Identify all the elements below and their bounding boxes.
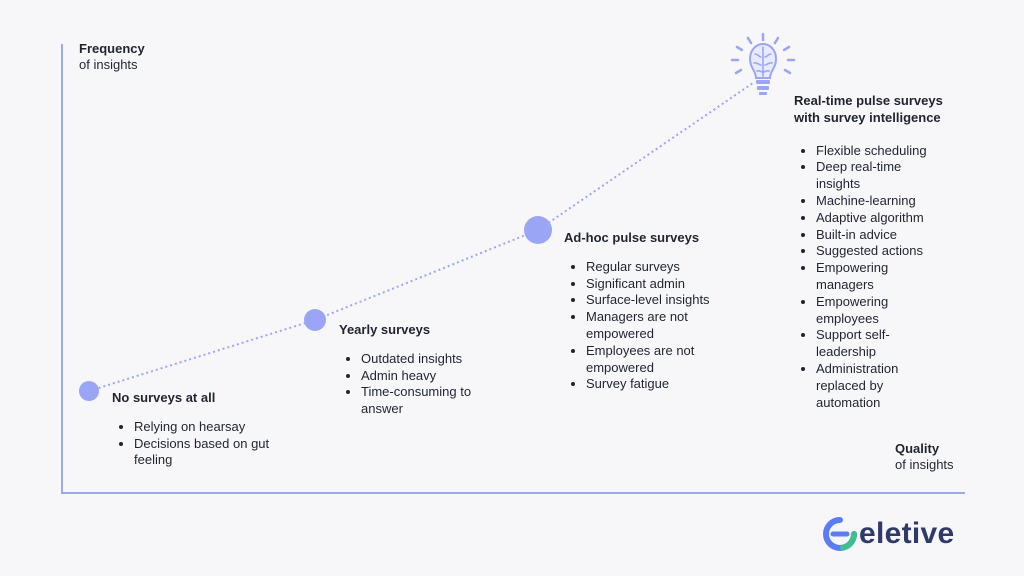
brain-lightbulb-icon — [730, 32, 796, 95]
list-item: Empowering managers — [816, 260, 946, 294]
list-item: Built-in advice — [816, 227, 946, 244]
list-item: Relying on hearsay — [134, 419, 287, 436]
stage-realtime-pulse: Real-time pulse surveys with survey inte… — [794, 93, 969, 411]
stage-bullet-list: Outdated insights Admin heavy Time-consu… — [339, 351, 514, 418]
list-item: Outdated insights — [361, 351, 514, 368]
eletive-logo-icon — [823, 517, 857, 551]
list-item: Regular surveys — [586, 259, 749, 276]
stage-no-surveys: No surveys at all Relying on hearsay Dec… — [112, 390, 287, 469]
stage-title: Ad-hoc pulse surveys — [564, 230, 700, 245]
stage-adhoc-pulse: Ad-hoc pulse surveys Regular surveys Sig… — [564, 230, 749, 393]
stage-marker-3 — [524, 216, 552, 244]
y-axis-label-light: of insights — [79, 57, 138, 72]
list-item: Time-consuming to answer — [361, 384, 514, 418]
list-item: Flexible scheduling — [816, 143, 946, 160]
stage-title: No surveys at all — [112, 390, 216, 405]
list-item: Admin heavy — [361, 368, 514, 385]
stage-yearly-surveys: Yearly surveys Outdated insights Admin h… — [339, 322, 514, 418]
brand-name: eletive — [859, 517, 955, 550]
stage-bullet-list: Regular surveys Significant admin Surfac… — [564, 259, 749, 393]
stage-bullet-list: Flexible scheduling Deep real-time insig… — [794, 143, 946, 412]
list-item: Survey fatigue — [586, 376, 749, 393]
list-item: Support self-leadership — [816, 327, 946, 361]
list-item: Administration replaced by automation — [816, 361, 946, 411]
brand-logo: eletive — [823, 516, 955, 552]
y-axis-label-bold: Frequency — [79, 41, 145, 56]
list-item: Significant admin — [586, 276, 749, 293]
x-axis-label-light: of insights — [895, 457, 954, 472]
stage-marker-1 — [79, 381, 99, 401]
x-axis-label-bold: Quality — [895, 441, 940, 456]
list-item: Deep real-time insights — [816, 159, 946, 193]
stage-title: Yearly surveys — [339, 322, 431, 337]
list-item: Managers are not empowered — [586, 309, 749, 343]
list-item: Decisions based on gut feeling — [134, 436, 287, 470]
list-item: Suggested actions — [816, 243, 946, 260]
list-item: Employees are not empowered — [586, 343, 749, 377]
list-item: Surface-level insights — [586, 292, 749, 309]
list-item: Machine-learning — [816, 193, 946, 210]
stage-marker-2 — [304, 309, 326, 331]
stage-title: Real-time pulse surveys with survey inte… — [794, 93, 943, 125]
list-item: Empowering employees — [816, 294, 946, 328]
list-item: Adaptive algorithm — [816, 210, 946, 227]
stage-bullet-list: Relying on hearsay Decisions based on gu… — [112, 419, 287, 469]
x-axis-label: Quality of insights — [895, 441, 954, 473]
y-axis-label: Frequency of insights — [79, 41, 145, 73]
